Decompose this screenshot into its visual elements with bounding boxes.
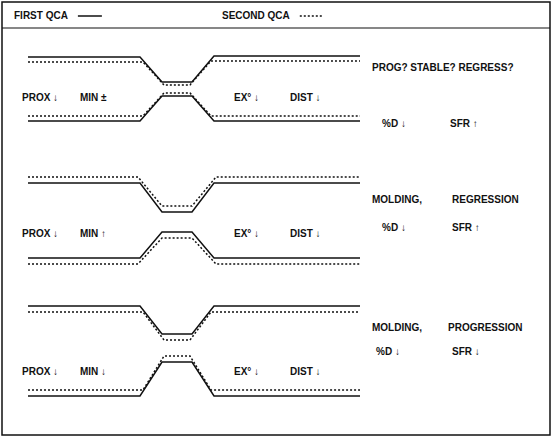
- second-qca-outline: [28, 93, 360, 116]
- annotation-label: SFR ↓: [452, 346, 480, 358]
- annotation-label: SFR ↑: [450, 118, 478, 130]
- annotation-label: MOLDING,: [372, 322, 422, 334]
- annotation-label: MOLDING,: [372, 194, 422, 206]
- legend-text: SECOND QCA: [222, 10, 290, 22]
- annotation-label: SFR ↑: [452, 222, 480, 234]
- divider: [2, 27, 550, 28]
- first-qca-outline: [28, 362, 360, 396]
- annotation-label: PROX ↓: [22, 366, 58, 378]
- second-qca-outline: [28, 238, 360, 264]
- annotation-label: PROX ↓: [22, 92, 58, 104]
- annotation-label: %D ↓: [382, 118, 406, 130]
- second-qca-outline: [28, 356, 360, 390]
- annotation-label: EX° ↓: [234, 228, 259, 240]
- first-qca-outline: [28, 183, 360, 212]
- annotation-label: REGRESSION: [452, 194, 519, 206]
- legend-sample-line: [78, 15, 102, 17]
- annotation-label: PROX ↓: [22, 228, 58, 240]
- first-qca-outline: [28, 56, 360, 82]
- annotation-label: EX° ↓: [234, 366, 259, 378]
- annotation-label: %D ↓: [376, 346, 400, 358]
- annotation-label: EX° ↓: [234, 92, 259, 104]
- annotation-label: DIST ↓: [290, 228, 321, 240]
- annotation-label: MIN ↓: [80, 366, 106, 378]
- second-qca-outline: [28, 312, 360, 340]
- legend-sample-line: [300, 15, 324, 17]
- second-qca-outline: [28, 61, 360, 85]
- annotation-label: MIN ↑: [80, 228, 106, 240]
- annotation-label: PROGRESSION: [448, 322, 522, 334]
- annotation-label: PROG? STABLE? REGRESS?: [372, 62, 514, 74]
- second-qca-outline: [28, 177, 360, 206]
- annotation-label: DIST ↓: [290, 366, 321, 378]
- annotation-label: %D ↓: [382, 222, 406, 234]
- annotation-label: DIST ↓: [290, 92, 321, 104]
- annotation-label: MIN ±: [80, 92, 107, 104]
- first-qca-outline: [28, 306, 360, 334]
- legend-text: FIRST QCA: [14, 10, 68, 22]
